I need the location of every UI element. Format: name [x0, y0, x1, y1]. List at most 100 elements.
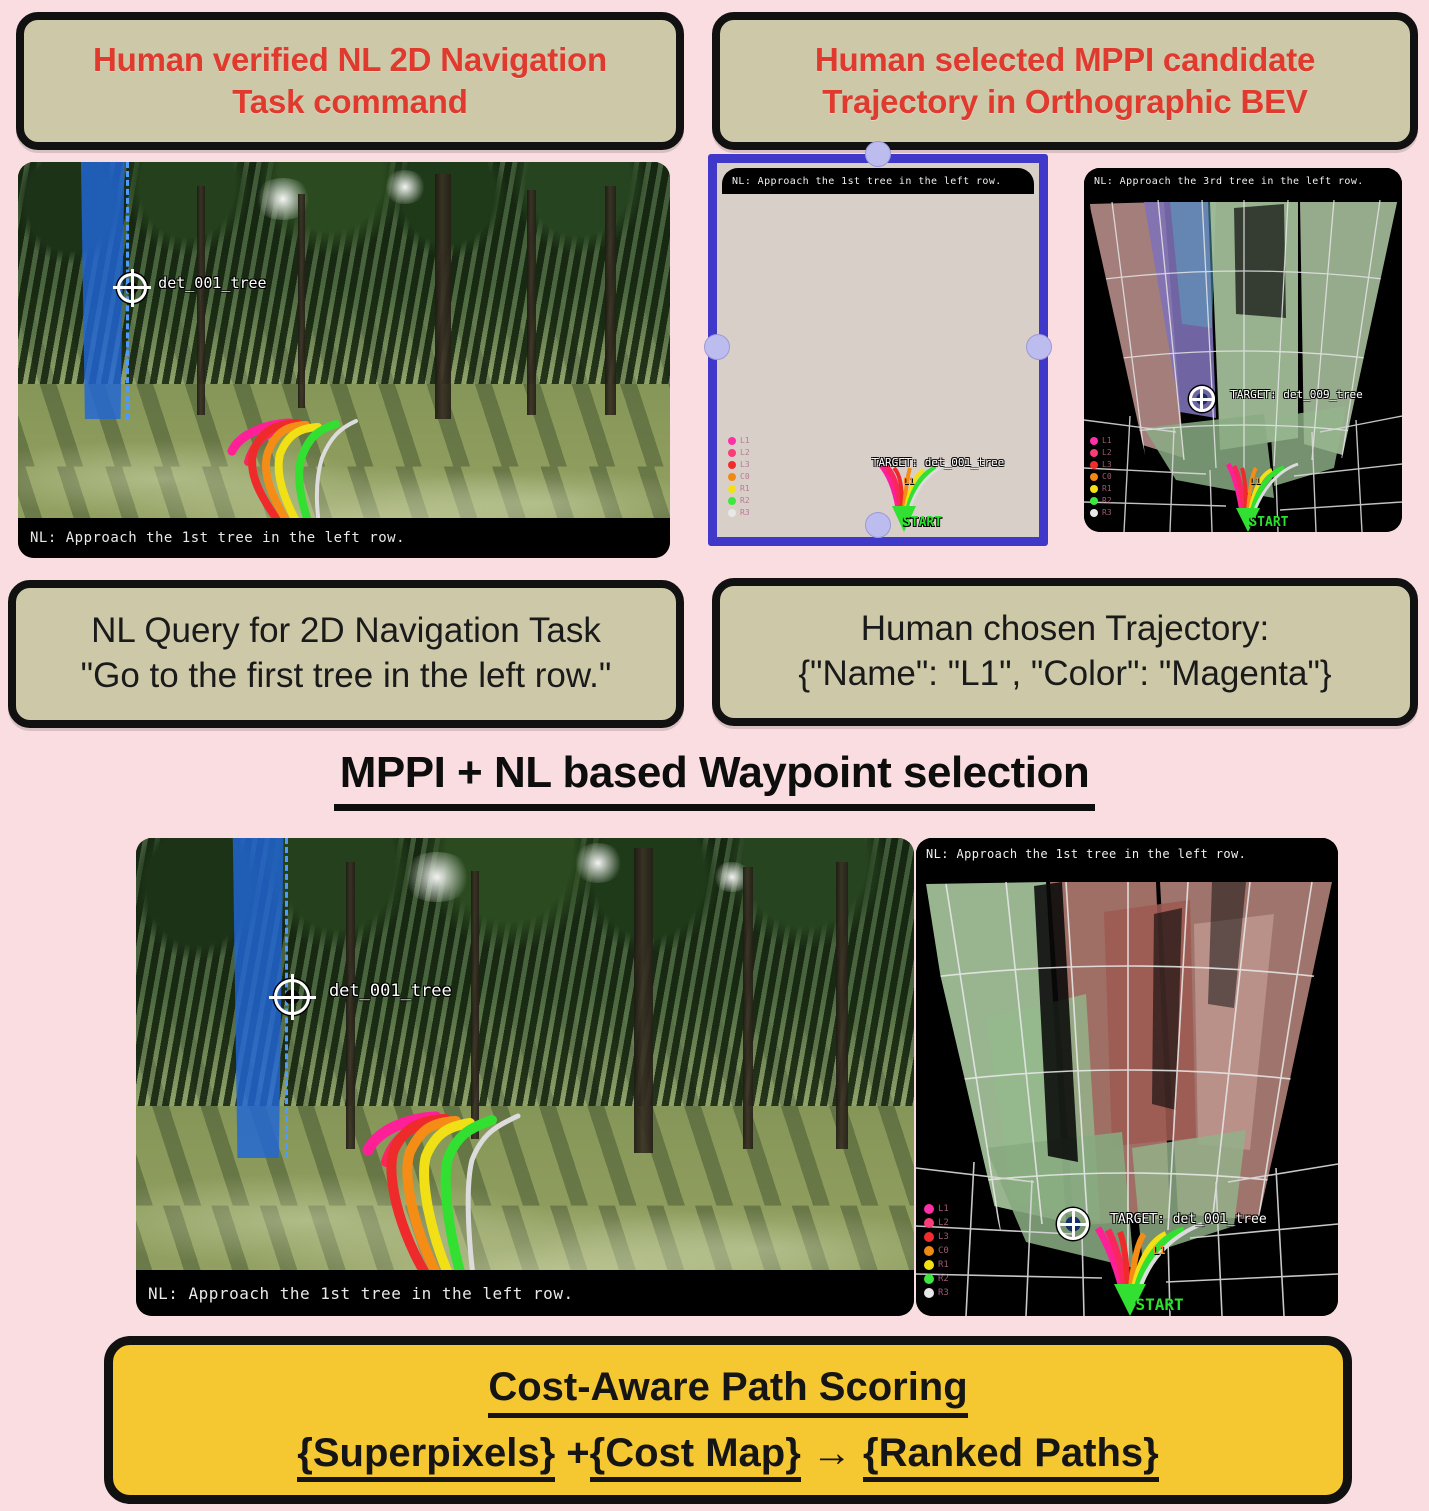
bev-trajectories-main	[1094, 1222, 1203, 1316]
bev-legend-color-dot	[1090, 460, 1098, 469]
bev-legend-item: C0	[924, 1246, 949, 1256]
bev-traj-label-main: L1	[1152, 1244, 1166, 1258]
tree-trunk	[435, 173, 452, 420]
bev-legend-item: L1	[924, 1204, 949, 1214]
callout-task-command: Human verified NL 2D Navigation Task com…	[16, 12, 684, 150]
bev-legend-color-dot	[1090, 436, 1098, 445]
bev-legend-color-dot	[728, 460, 736, 469]
bev-target-label-alternate: TARGET: det_009_tree	[1230, 388, 1363, 402]
tree-trunk	[633, 847, 653, 1154]
bev-cost-map-alternate	[1088, 198, 1398, 512]
scene-panel-top: det_001_tree NL: Approach the 1st tree i…	[18, 162, 670, 558]
bev-legend-color-dot	[1090, 508, 1098, 517]
selection-handle-bottom[interactable]	[865, 512, 891, 538]
scene-panel-main: det_001_tree NL: Approach the 1st tree i…	[136, 838, 914, 1316]
bev-legend-label: L2	[740, 448, 750, 457]
bev-legend-color-dot	[728, 472, 736, 481]
bev-legend-item: L3	[728, 460, 750, 469]
bev-legend-label: L1	[1102, 436, 1112, 445]
formula-ranked-paths: {Ranked Paths}	[863, 1430, 1159, 1482]
bev-target-label-selected: TARGET: det_001_tree	[871, 455, 1005, 469]
callout-chosen-trajectory-line-2: {"Name": "L1", "Color": "Magenta"}	[798, 654, 1332, 693]
callout-chosen-trajectory-line-1: Human chosen Trajectory:	[860, 609, 1270, 649]
bev-legend-color-dot	[924, 1246, 934, 1256]
callout-cost-scoring: Cost-Aware Path Scoring {Superpixels} +{…	[104, 1336, 1352, 1504]
bev-legend-label: C0	[1102, 472, 1112, 481]
bev-caption-main: NL: Approach the 1st tree in the left ro…	[916, 838, 1338, 870]
scene-caption-main: NL: Approach the 1st tree in the left ro…	[136, 1270, 914, 1316]
trajectory-fan-top	[227, 418, 358, 552]
tree-trunk	[197, 185, 206, 416]
bev-legend-color-dot	[728, 448, 736, 457]
bev-legend-item: R1	[924, 1260, 949, 1270]
bev-caption-alternate: NL: Approach the 3rd tree in the left ro…	[1084, 168, 1402, 194]
bev-legend-item: R2	[728, 496, 750, 505]
bev-legend-label: L2	[1102, 448, 1112, 457]
bev-legend-label: C0	[938, 1246, 949, 1256]
tree-trunk	[836, 861, 849, 1149]
bev-legend-item: R1	[728, 484, 750, 493]
bev-legend-color-dot	[1090, 496, 1098, 505]
formula-arrow: →	[800, 1430, 864, 1475]
bev-legend-color-dot	[1090, 484, 1098, 493]
callout-bev-caption-line-2: Trajectory in Orthographic BEV	[822, 83, 1308, 120]
scene-caption-top: NL: Approach the 1st tree in the left ro…	[18, 518, 670, 558]
bev-legend-label: R1	[740, 484, 750, 493]
bev-caption-selected: NL: Approach the 1st tree in the left ro…	[722, 168, 1034, 194]
bev-legend-label: L2	[938, 1218, 949, 1228]
bev-legend-label: L1	[938, 1204, 949, 1214]
callout-bev-caption-line-1: Human selected MPPI candidate	[814, 40, 1316, 78]
bev-legend-item: R2	[924, 1274, 949, 1284]
bev-legend-color-dot	[728, 508, 736, 517]
bev-legend-item: L2	[924, 1218, 949, 1228]
bev-legend-color-dot	[1090, 472, 1098, 481]
forest-scene-image-top: det_001_tree	[18, 162, 670, 558]
selection-handle-left[interactable]	[704, 334, 730, 360]
selection-handle-right[interactable]	[1026, 334, 1052, 360]
bev-legend-label: R3	[740, 508, 750, 517]
target-reticle-icon	[113, 269, 151, 307]
bev-legend-item: C0	[1090, 472, 1112, 481]
detection-label-main: det_001_tree	[328, 981, 452, 1002]
selection-handle-top[interactable]	[865, 141, 891, 167]
bev-legend-label: R1	[938, 1260, 949, 1270]
bev-legend-label: R2	[740, 496, 750, 505]
bev-legend-color-dot	[924, 1204, 934, 1214]
formula-cost-map: {Cost Map}	[589, 1430, 801, 1482]
bev-legend-item: L3	[1090, 460, 1112, 469]
bev-legend-color-dot	[924, 1288, 934, 1298]
tree-trunk	[346, 861, 356, 1149]
bev-legend-color-dot	[1090, 448, 1098, 457]
bev-legend-label: R3	[938, 1288, 949, 1298]
bev-trajectories-alternate	[1225, 462, 1299, 532]
bev-legend-color-dot	[728, 496, 736, 505]
bev-legend-item: R3	[1090, 508, 1112, 517]
bev-target-reticle-icon	[1188, 386, 1215, 413]
tree-trunk	[526, 189, 536, 416]
cost-scoring-heading: Cost-Aware Path Scoring	[488, 1365, 968, 1418]
bev-start-label-selected: START	[902, 515, 943, 530]
formula-superpixels: {Superpixels}	[297, 1430, 556, 1482]
bev-legend-label: R3	[1102, 508, 1112, 517]
callout-nl-query-line-1: NL Query for 2D Navigation Task	[91, 611, 601, 651]
bev-legend-label: L3	[740, 460, 750, 469]
bev-legend-label: L3	[1102, 460, 1112, 469]
bev-legend-item: C0	[728, 472, 750, 481]
callout-nl-query: NL Query for 2D Navigation Task "Go to t…	[8, 580, 684, 728]
bev-legend-label: L3	[938, 1232, 949, 1242]
bev-start-label-main: START	[1135, 1295, 1184, 1314]
forest-scene-image-main: det_001_tree	[136, 838, 914, 1316]
bev-target-label-main: TARGET: det_001_tree	[1110, 1211, 1267, 1227]
bev-traj-label-alternate: L1	[1249, 477, 1261, 488]
bev-legend-item: R1	[1090, 484, 1112, 493]
bev-legend-item: L1	[1090, 436, 1112, 445]
bev-legend-color-dot	[924, 1218, 934, 1228]
